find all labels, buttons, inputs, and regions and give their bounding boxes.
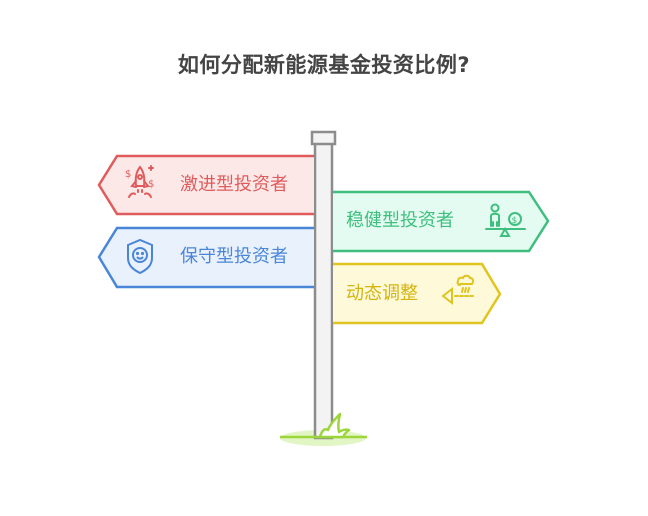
sign-balanced: $ [333,190,550,253]
rocket-dollar-icon: $ $ [125,165,154,198]
sign-label-aggressive: 激进型投资者 [180,174,288,195]
svg-text:$: $ [125,169,131,180]
pole-cap [310,130,337,146]
weather-vane-icon [441,274,475,306]
signpost-pole [313,140,334,440]
shield-face-icon [127,238,153,275]
svg-text:$: $ [512,216,518,226]
sign-aggressive: $ $ [97,154,314,216]
person-balance-dollar-icon: $ [485,203,526,237]
sign-dynamic [333,262,502,325]
svg-text:$: $ [148,179,154,190]
sign-label-conservative: 保守型投资者 [180,246,288,267]
page-title: 如何分配新能源基金投资比例? [177,53,471,77]
sign-label-balanced: 稳健型投资者 [346,210,454,231]
sign-label-dynamic: 动态调整 [346,283,418,304]
grass-icon [318,412,351,439]
sign-conservative [97,226,314,289]
